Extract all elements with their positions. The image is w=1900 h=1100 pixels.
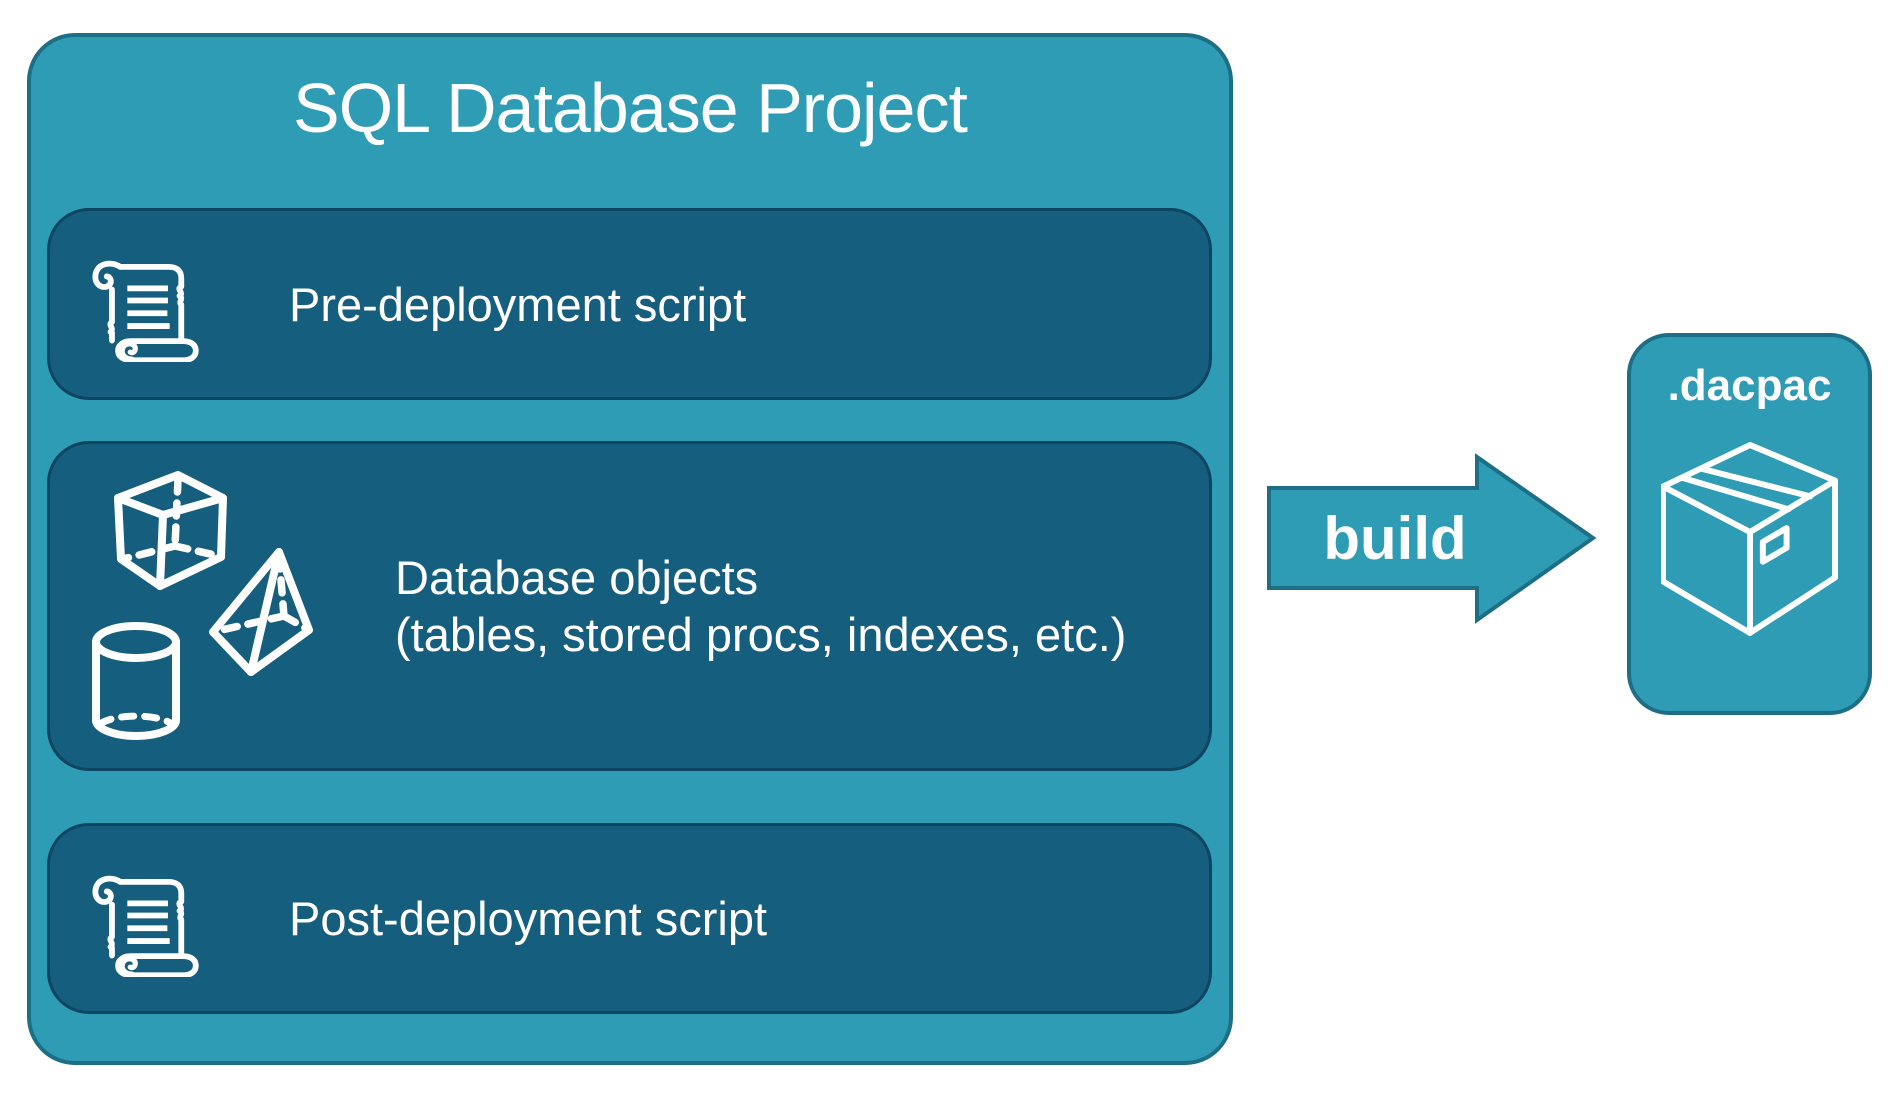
pyramid-icon	[209, 548, 313, 676]
cylinder-icon	[92, 622, 180, 740]
dacpac-container: .dacpac	[1627, 333, 1872, 715]
panel-label: Post-deployment script	[289, 892, 768, 945]
panel-pre-deployment-script: Pre-deployment script	[47, 208, 1212, 400]
scroll-icon	[92, 875, 199, 977]
panel-label: Pre-deployment script	[289, 277, 747, 331]
panel-label-line1: Database objects	[395, 550, 759, 604]
dacpac-label: .dacpac	[1667, 361, 1832, 410]
cube-icon	[114, 471, 227, 590]
panel-label: Database objects (tables, stored procs, …	[395, 444, 1126, 768]
sql-database-project-container: SQL Database Project Pre-deployment scri…	[27, 33, 1233, 1065]
panel-label-line2: (tables, stored procs, indexes, etc.)	[395, 608, 1127, 661]
build-arrow	[1267, 453, 1597, 624]
build-arrow-label: build	[1323, 504, 1467, 572]
package-box-icon	[1660, 442, 1838, 636]
scroll-icon	[92, 260, 199, 362]
panel-post-deployment-script: Post-deployment script	[47, 823, 1212, 1014]
panel-database-objects: Database objects (tables, stored procs, …	[47, 441, 1212, 771]
project-title: SQL Database Project	[293, 69, 968, 147]
